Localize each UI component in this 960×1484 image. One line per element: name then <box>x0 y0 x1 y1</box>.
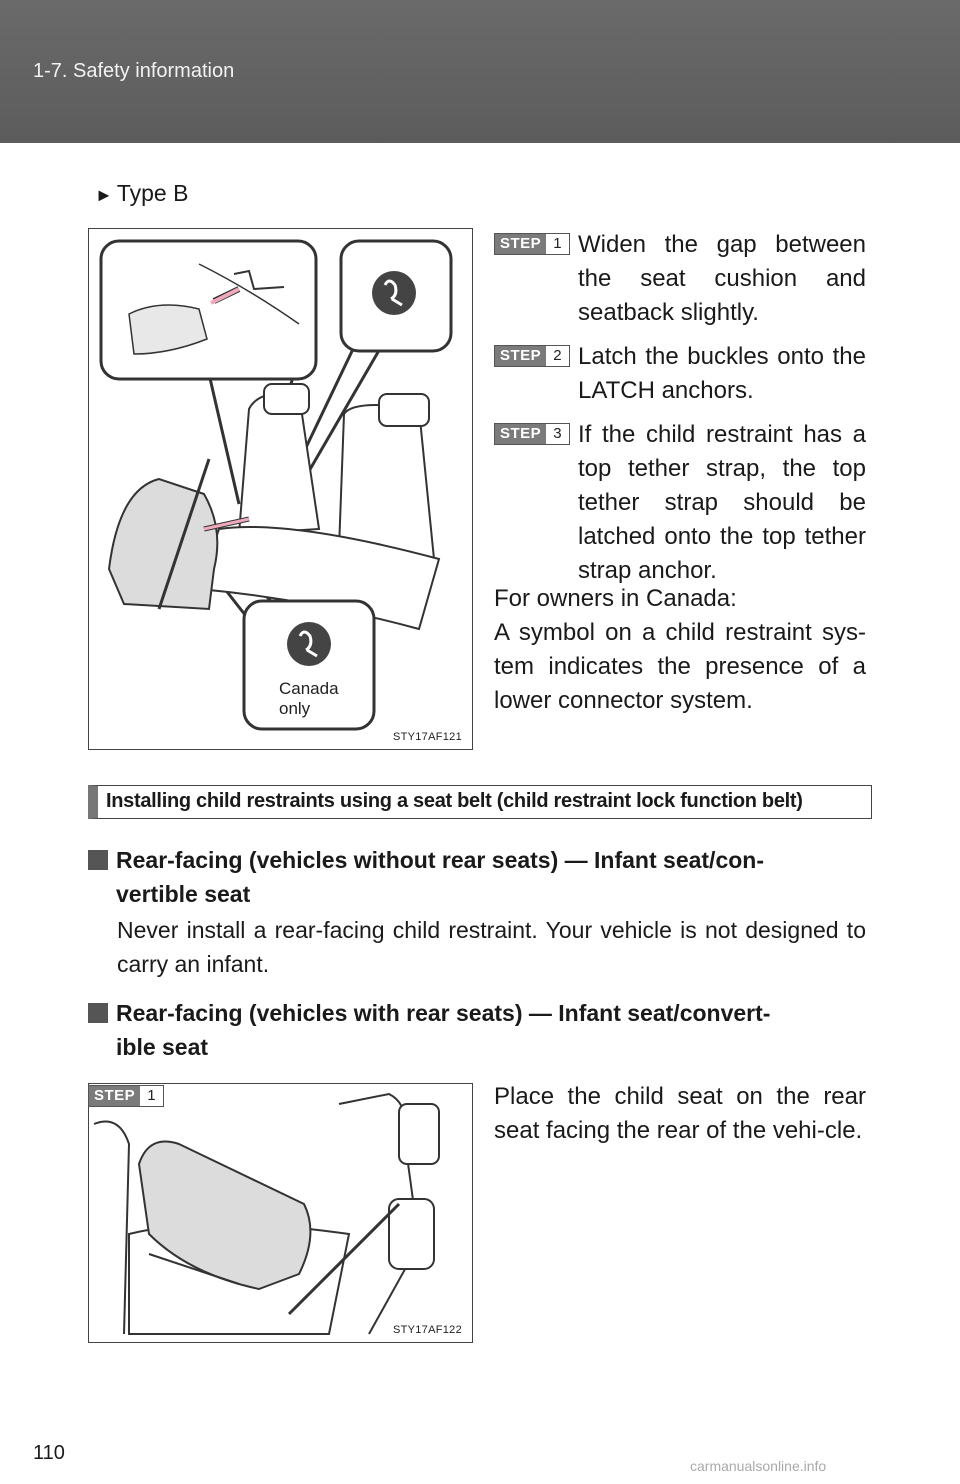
figure-code: STY17AF122 <box>392 1324 462 1336</box>
triangle-icon: ► <box>95 185 113 205</box>
bullet-1-text: Never install a rear-facing child restra… <box>117 917 866 977</box>
square-bullet-icon <box>88 850 108 870</box>
page-number: 110 <box>33 1442 65 1464</box>
section-title: 1-7. Safety information <box>33 60 235 82</box>
step-text: Latch the buckles onto the LATCH anchors… <box>578 343 866 404</box>
square-bullet-icon <box>88 1003 108 1023</box>
watermark: carmanualsonline.info <box>690 1458 827 1474</box>
figure-code: STY17AF121 <box>392 731 462 743</box>
bullet-heading-2: Rear-facing (vehicles with rear seats) —… <box>88 996 866 1064</box>
section-heading: Installing child restraints using a seat… <box>88 785 872 819</box>
bullet-heading-1: Rear-facing (vehicles without rear seats… <box>88 843 866 911</box>
canada-text: A symbol on a child restraint sys-tem in… <box>494 619 866 714</box>
bullet-2-text: Place the child seat on the rear seat fa… <box>494 1083 866 1144</box>
rear-facing-illustration <box>93 1092 440 1335</box>
type-label: ►Type B <box>95 180 188 207</box>
step-text: Widen the gap between the seat cushion a… <box>578 231 866 326</box>
type-label-text: Type B <box>116 180 189 206</box>
step-text: If the child restraint has a top tether … <box>578 421 866 584</box>
canada-note: For owners in Canada: A symbol on a chil… <box>494 582 866 718</box>
page-header: 1-7. Safety information <box>0 0 960 143</box>
canada-lead: For owners in Canada: <box>494 585 737 612</box>
figure-rear-facing: STY17AF122 <box>88 1083 473 1343</box>
